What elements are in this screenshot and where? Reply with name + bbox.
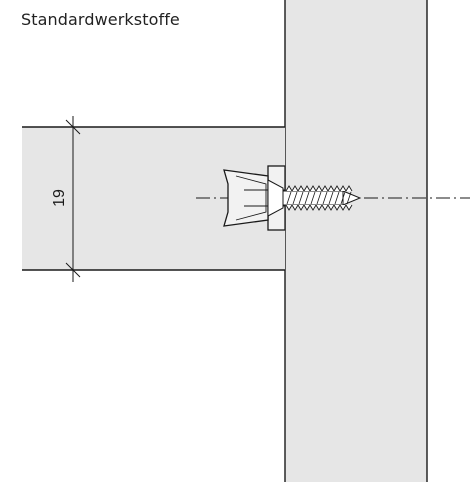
thread-tooth-top (303, 185, 311, 192)
thread-line (328, 191, 334, 205)
dowel-countersink (235, 175, 267, 221)
dimension-tick-top (65, 119, 81, 135)
thread-line (322, 191, 328, 205)
thread-tooth-bottom (327, 204, 335, 211)
thread-line (286, 191, 292, 205)
thread-line (304, 191, 310, 205)
wall-panel (285, 0, 427, 482)
screw-head (267, 179, 284, 217)
thread-tooth-top (327, 185, 335, 192)
thread-tooth-top (291, 185, 299, 192)
thread-tooth-bottom (285, 204, 293, 211)
thread-tooth-top (333, 185, 341, 192)
thread-line (340, 191, 346, 205)
thread-tooth-bottom (321, 204, 329, 211)
thread-line (298, 191, 304, 205)
dimension-19: 19 (51, 116, 81, 282)
thread-tooth-bottom (303, 204, 311, 211)
thread-tooth-top (309, 185, 317, 192)
diagram-title: Standardwerkstoffe (21, 10, 180, 29)
thread-tooth-top (315, 185, 323, 192)
dowel-head (223, 169, 269, 227)
thread-tooth-top (345, 185, 353, 192)
screw (267, 179, 362, 217)
thread-tooth-bottom (345, 204, 353, 211)
thread-line (316, 191, 322, 205)
dimension-tick-bottom (65, 262, 81, 278)
thread-tooth-bottom (315, 204, 323, 211)
thread-line (334, 191, 340, 205)
thread-tooth-bottom (297, 204, 305, 211)
thread-line (310, 191, 316, 205)
thread-tooth-top (321, 185, 329, 192)
thread-tooth-bottom (333, 204, 341, 211)
screw-thread (285, 185, 353, 211)
thread-tooth-bottom (309, 204, 317, 211)
dimension-value: 19 (51, 189, 68, 207)
thread-tooth-bottom (339, 204, 347, 211)
thread-tooth-bottom (291, 204, 299, 211)
thread-tooth-top (339, 185, 347, 192)
thread-tooth-top (285, 185, 293, 192)
thread-line (346, 191, 352, 205)
thread-tooth-top (297, 185, 305, 192)
thread-line (292, 191, 298, 205)
